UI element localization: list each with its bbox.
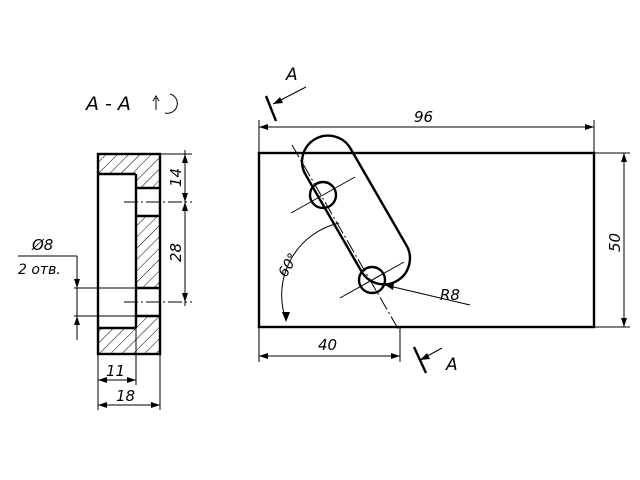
slot-outline [300, 134, 412, 286]
plan-view: 96 50 40 [257, 65, 630, 375]
hole-cross-axes [290, 176, 405, 299]
hole-note: Ø8 2 отв. [18, 236, 136, 340]
cut-mark-bottom: А [412, 346, 458, 375]
section-view: А - А [18, 93, 192, 410]
dim-96: 96 [258, 108, 595, 153]
slot-centerline [291, 144, 401, 333]
section-outline [96, 152, 162, 356]
rotation-sign [152, 93, 178, 114]
dim-40: 40 [258, 327, 401, 362]
radius-leader: R8 [384, 283, 471, 306]
dim-14-28: 14 28 [160, 150, 192, 306]
dim-18-label: 18 [116, 387, 135, 405]
hole-axes [124, 201, 192, 303]
dim-11-label: 11 [106, 362, 125, 380]
cut-label-top: А [285, 65, 298, 85]
section-title: А - А [84, 93, 131, 115]
cut-mark-top: А [264, 65, 307, 122]
dim-14-label: 14 [167, 168, 185, 187]
dim-50-label: 50 [606, 233, 624, 252]
angle-label: 60° [276, 250, 302, 280]
dim-50: 50 [594, 152, 630, 328]
dim-40-label: 40 [318, 336, 337, 354]
angle-60: 60° [276, 222, 340, 322]
radius-label: R8 [440, 286, 460, 304]
plate-outline [257, 151, 596, 329]
cut-label-bottom: А [445, 355, 458, 375]
lower-hole [357, 265, 387, 295]
hole-diameter-label: Ø8 [31, 236, 53, 254]
dim-11-18: 11 18 [97, 328, 161, 410]
section-hatching [98, 154, 160, 354]
hole-count-label: 2 отв. [18, 262, 61, 278]
dim-28-label: 28 [167, 243, 185, 262]
upper-hole [308, 180, 338, 210]
dim-96-label: 96 [414, 108, 433, 126]
